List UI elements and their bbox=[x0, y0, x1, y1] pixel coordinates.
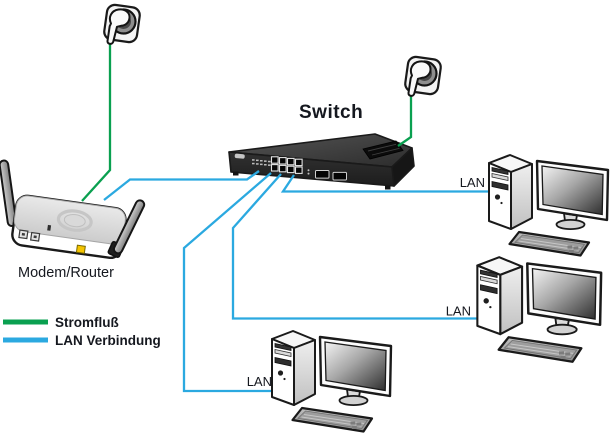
switch-sfp-slots bbox=[315, 170, 347, 181]
switch-leds bbox=[252, 159, 271, 166]
lan-label-2: LAN bbox=[446, 304, 471, 319]
computer-icon bbox=[487, 153, 610, 257]
lan-line-switch-to-computer-2 bbox=[231, 173, 481, 320]
lan-line-switch-to-computer-3 bbox=[182, 172, 274, 393]
switch-label: Switch bbox=[299, 102, 363, 123]
computer-icon bbox=[476, 255, 603, 363]
power-line-outlet-to-router bbox=[81, 43, 112, 202]
modem-router-label: Modem/Router bbox=[18, 265, 114, 281]
switch-logo bbox=[234, 153, 245, 159]
legend-power-label: Stromfluß bbox=[55, 315, 119, 330]
lan-line-switch-to-computer-1 bbox=[280, 174, 489, 193]
legend: Stromfluß LAN Verbindung bbox=[3, 315, 161, 348]
switch-ports bbox=[270, 156, 303, 174]
lan-line-switch-to-router bbox=[103, 170, 260, 201]
computer-icon bbox=[270, 329, 393, 433]
router-wan-port bbox=[75, 244, 86, 254]
lan-label-1: LAN bbox=[460, 175, 485, 190]
legend-lan-label: LAN Verbindung bbox=[55, 333, 161, 348]
power-outlet-icon bbox=[102, 2, 142, 45]
lan-label-3: LAN bbox=[247, 374, 272, 389]
switch-icon bbox=[228, 133, 415, 190]
power-line-outlet-to-switch bbox=[397, 95, 413, 147]
modem-router-icon bbox=[0, 159, 146, 260]
router-antenna-right bbox=[112, 199, 146, 255]
power-outlet-icon bbox=[403, 54, 443, 97]
connection-lines bbox=[81, 43, 489, 393]
